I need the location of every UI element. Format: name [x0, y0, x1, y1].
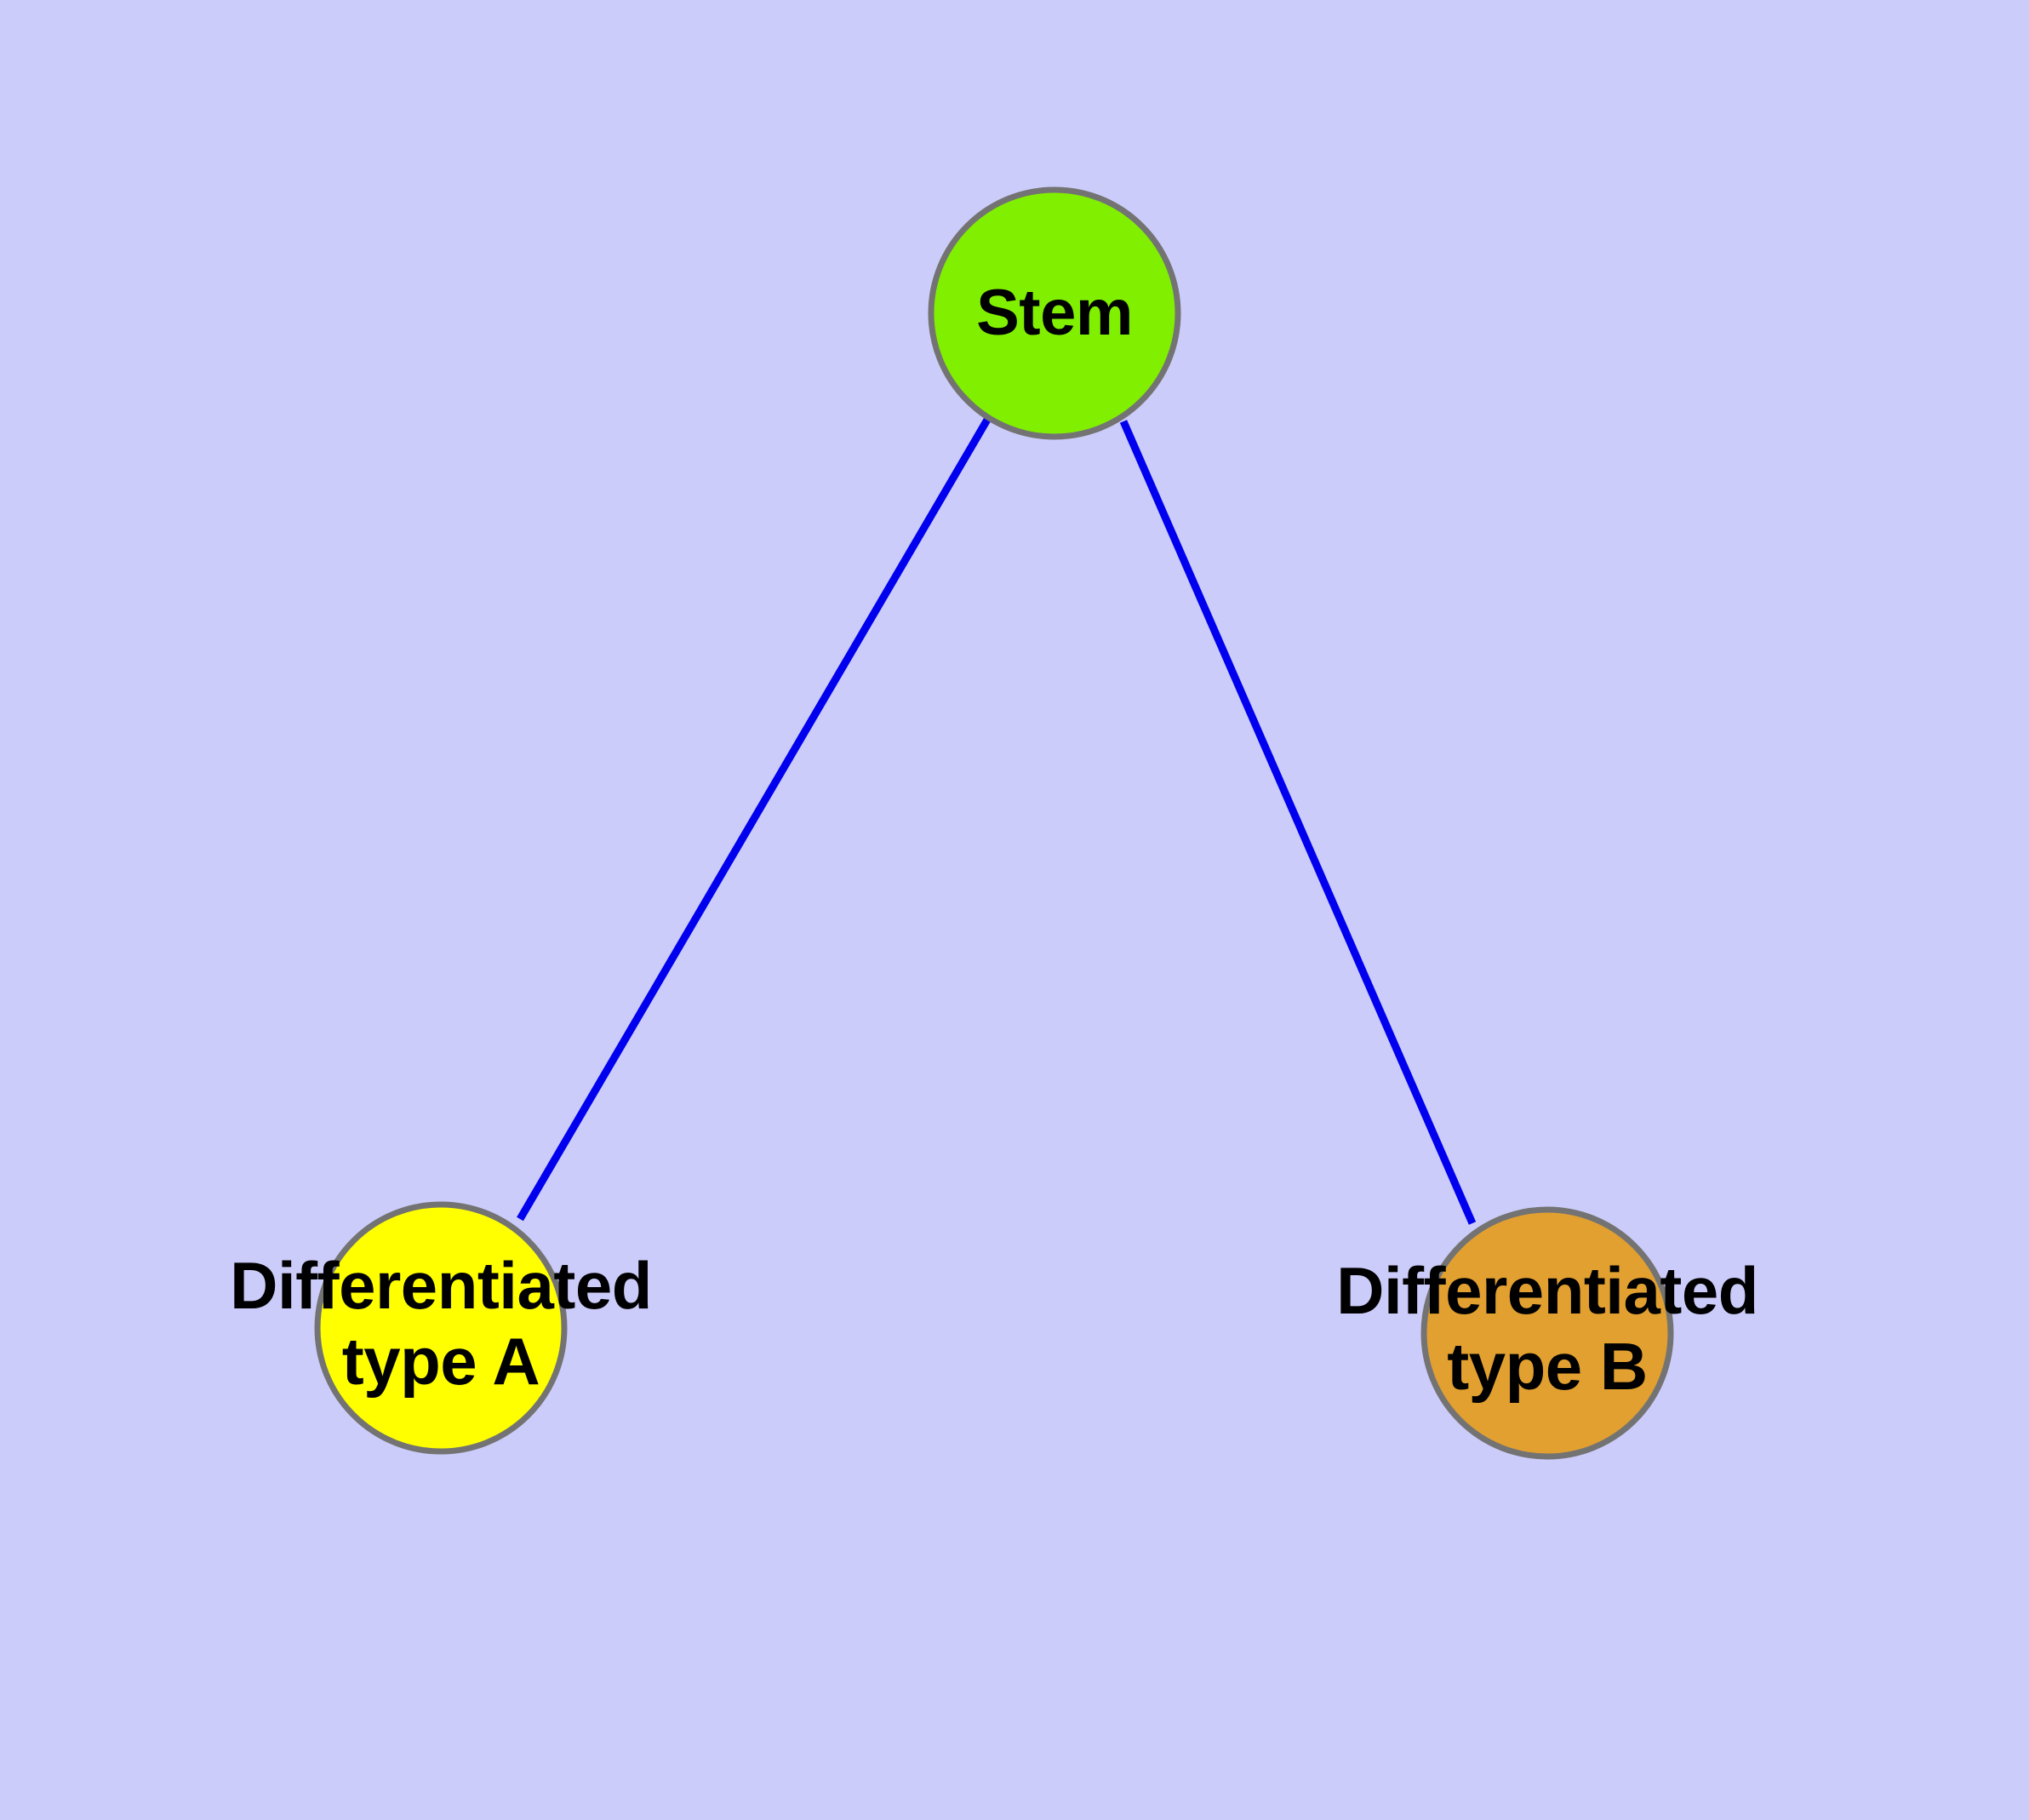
node-differentiated-type-a[interactable]: [314, 1201, 568, 1455]
node-differentiated-type-b[interactable]: [1420, 1206, 1674, 1460]
edge-layer: [517, 417, 1477, 1225]
node-layer: [314, 186, 1674, 1460]
edge-stem-to-differentiated-type-b[interactable]: [1119, 420, 1477, 1225]
edge-stem-to-differentiated-type-a[interactable]: [517, 417, 991, 1222]
node-stem[interactable]: [928, 186, 1181, 440]
